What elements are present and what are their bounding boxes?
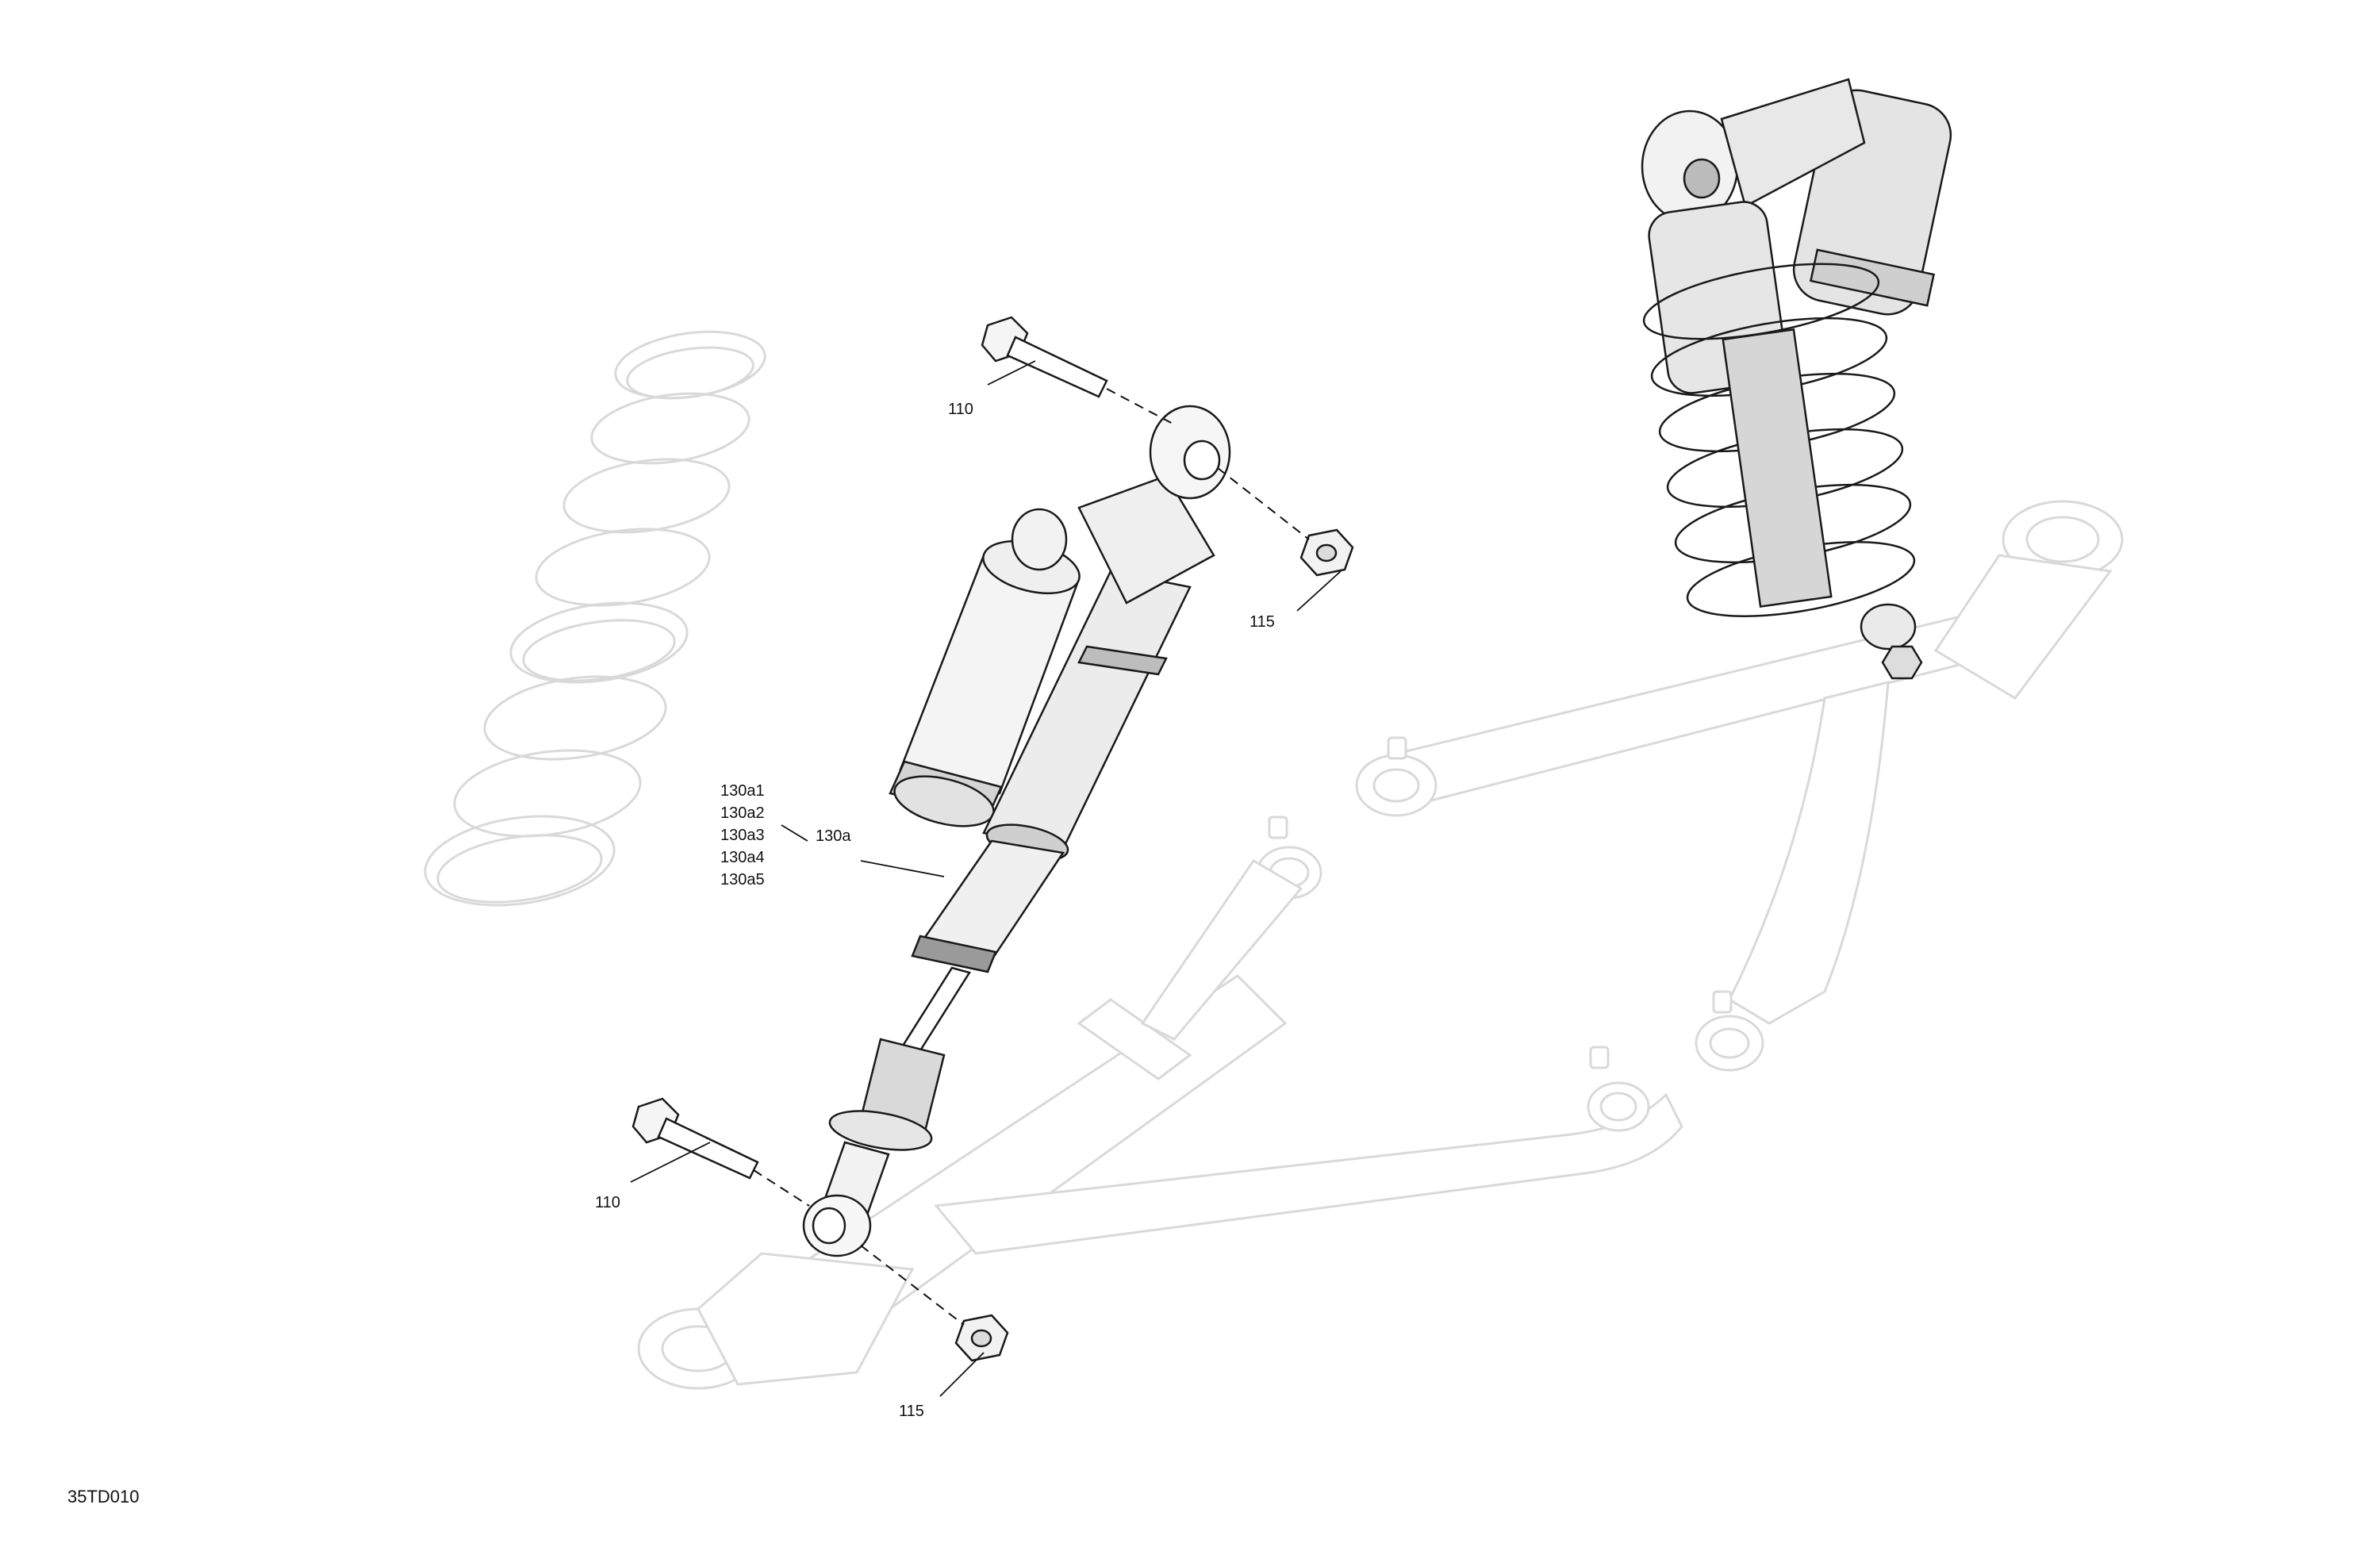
callout-bolt-upper: 110 xyxy=(948,401,973,418)
rear-coilover-shock xyxy=(1641,78,1952,680)
coil-spring-ghost xyxy=(424,330,766,907)
callout-nut-lower: 115 xyxy=(899,1403,924,1420)
callout-shock-assembly: 130a xyxy=(816,827,851,845)
nut-upper-part xyxy=(1299,528,1354,577)
bolt-upper-part xyxy=(981,316,1108,398)
rear-a-arm-ghost xyxy=(1355,500,2124,1072)
assembly-axis-lines xyxy=(753,388,1310,1326)
lower-a-arm-ghost xyxy=(637,816,1683,1390)
nut-lower-part xyxy=(954,1314,1009,1362)
callout-sub-1: 130a1 xyxy=(720,782,765,800)
callout-sub-5: 130a5 xyxy=(720,871,765,889)
callout-sub-4: 130a4 xyxy=(720,849,765,866)
bolt-lower-part xyxy=(631,1097,759,1180)
callout-bolt-lower: 110 xyxy=(595,1194,620,1211)
callout-sub-2: 130a2 xyxy=(720,804,765,822)
callout-nut-upper: 115 xyxy=(1250,613,1275,631)
drawing-code: 35TD010 xyxy=(67,1487,140,1507)
front-shock-absorber xyxy=(802,405,1231,1257)
callout-sub-3: 130a3 xyxy=(720,827,765,844)
leader-lines xyxy=(630,360,1342,1397)
